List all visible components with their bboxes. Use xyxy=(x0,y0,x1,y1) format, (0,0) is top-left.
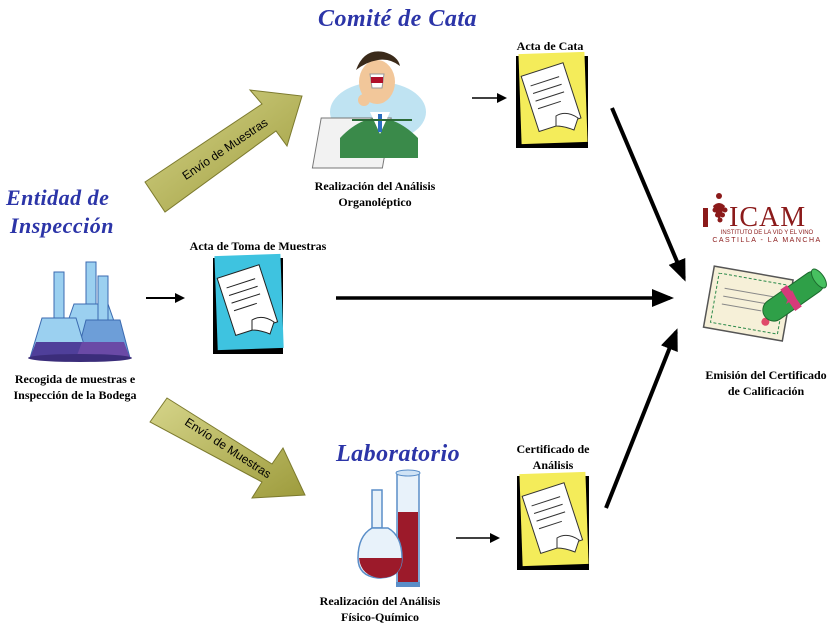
sampling-doc-label: Acta de Toma de Muestras xyxy=(189,239,327,253)
certificate-caption-2: de Calificación xyxy=(727,384,805,398)
lower-shipping-arrow xyxy=(149,397,306,499)
tasting-doc-label: Acta de Cata xyxy=(516,39,584,53)
lab-glassware-icon xyxy=(357,469,421,587)
taster-icon xyxy=(311,51,426,169)
sampling-record-document-icon xyxy=(213,253,284,354)
icam-logo-text: ICAM xyxy=(729,202,807,233)
certificate-icon xyxy=(702,265,827,342)
icam-grape-icon xyxy=(703,193,728,227)
tasting-doc-to-certificate-arrow xyxy=(610,107,686,282)
upper-shipping-arrow xyxy=(144,89,303,213)
lab-doc-to-certificate-arrow xyxy=(604,328,678,509)
icam-logo: ICAM INSTITUTO DE LA VID Y EL VINO CASTI… xyxy=(703,192,829,250)
certificate-caption-1: Emisión del Certificado xyxy=(705,368,827,382)
tasting-caption-1: Realización del Análisis xyxy=(314,179,436,193)
entity-caption-1: Recogida de muestras e xyxy=(14,372,136,386)
lab-caption-2: Físico-Químico xyxy=(341,610,419,624)
flasks-icon xyxy=(28,261,132,362)
tasting-record-document-icon xyxy=(516,51,588,148)
lab-doc-label-1: Certificado de xyxy=(516,442,590,456)
entity-title-line2: Inspección xyxy=(10,213,114,238)
entity-title-line1: Entidad de xyxy=(6,185,110,210)
icam-subtitle-1: INSTITUTO DE LA VID Y EL VINO xyxy=(720,230,814,236)
laboratory-title: Laboratorio xyxy=(336,441,461,467)
entity-caption-2: Inspección de la Bodega xyxy=(13,388,137,402)
tasting-caption-2: Organoléptico xyxy=(338,195,412,209)
analysis-certificate-document-icon xyxy=(517,471,589,570)
lab-caption-1: Realización del Análisis xyxy=(319,594,441,608)
tasting-committee-title: Comité de Cata xyxy=(318,6,477,32)
lab-doc-label-2: Análisis xyxy=(532,458,574,472)
icam-subtitle-2: CASTILLA - LA MANCHA xyxy=(712,237,822,244)
